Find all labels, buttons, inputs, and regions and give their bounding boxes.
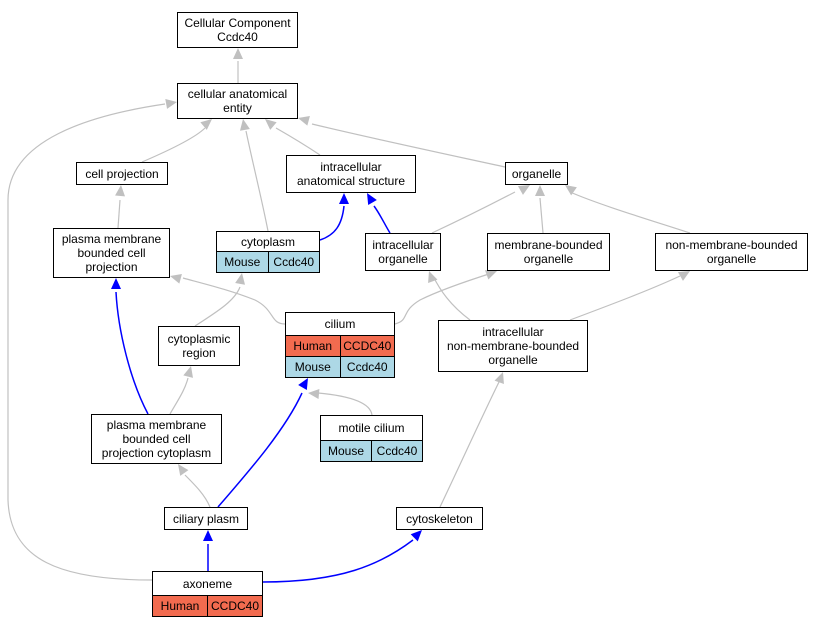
arrowhead	[239, 119, 250, 131]
edge-cilium-to-mbo	[394, 272, 493, 325]
edge-cytoregion-to-cytoplasm	[194, 286, 241, 327]
node-label: intracellular non-membrane-bounded organ…	[446, 325, 580, 367]
arrowhead	[203, 530, 213, 541]
node-label: axoneme	[182, 576, 233, 591]
arrowhead	[200, 119, 212, 130]
node-label: cytoskeleton	[406, 511, 473, 526]
edge-mbo-to-organelle	[539, 197, 544, 234]
node-label: Cellular Component Ccdc40	[184, 16, 291, 44]
species-label: Human	[293, 339, 333, 353]
node-pmbcp: plasma membrane bounded cell projection	[53, 228, 170, 278]
gene-label: CCDC40	[207, 596, 262, 616]
gene-label: Ccdc40	[371, 441, 422, 461]
node-label: plasma membrane bounded cell projection …	[101, 418, 212, 460]
arrowhead	[298, 378, 308, 391]
edge-cytoplasm-to-cae	[245, 130, 269, 232]
node-cellproj: cell projection	[76, 162, 168, 185]
annotation-row: Mouse Ccdc40	[217, 251, 319, 272]
edge-inmbo-to-nmbo	[569, 275, 681, 321]
species-label: Human	[160, 599, 200, 613]
node-ias: intracellular anatomical structure	[286, 155, 416, 193]
edge-cytoplasm-to-ias	[319, 205, 345, 241]
gene-label: Ccdc40	[339, 357, 395, 377]
gene-label: CCDC40	[339, 336, 395, 356]
arrowhead	[494, 372, 504, 385]
node-label: intracellular anatomical structure	[296, 160, 406, 188]
node-label: cellular anatomical entity	[187, 87, 288, 115]
species-label: Mouse	[327, 444, 365, 458]
node-label: cilium	[324, 317, 356, 331]
arrowhead	[308, 388, 320, 399]
edge-intraorg-to-ias	[373, 205, 391, 234]
node-label: membrane-bounded organelle	[494, 238, 603, 266]
edge-ciliary-to-pmbcpc	[184, 474, 211, 508]
node-ciliary: ciliary plasm	[164, 507, 248, 530]
species-label: Mouse	[294, 360, 331, 374]
edge-pmbcpc-to-cytoregion	[169, 377, 189, 415]
edge-pmbcp-to-cellproj	[117, 199, 121, 229]
edge-ias-to-cae	[275, 127, 321, 156]
node-label: plasma membrane bounded cell projection	[61, 232, 162, 274]
arrowhead	[517, 185, 530, 195]
node-label: non-membrane-bounded organelle	[665, 238, 798, 266]
arrowhead	[170, 274, 182, 284]
node-label: cytoplasm	[240, 234, 296, 249]
annotation-row: Human CCDC40	[153, 595, 262, 616]
arrowhead	[183, 366, 193, 378]
node-cae: cellular anatomical entity	[177, 83, 298, 119]
arrowhead	[565, 185, 577, 196]
arrowhead	[298, 116, 310, 126]
node-label: intracellular organelle	[372, 238, 434, 266]
edge-ciliary-to-cilium	[217, 392, 303, 508]
node-cytoregion: cytoplasmic region	[158, 326, 240, 366]
edge-nmbo-to-organelle	[569, 191, 691, 234]
arrowhead	[410, 530, 422, 542]
node-intraorg: intracellular organelle	[365, 233, 441, 271]
node-nmbo: non-membrane-bounded organelle	[655, 233, 808, 271]
node-inmbo: intracellular non-membrane-bounded organ…	[438, 320, 588, 372]
edge-cilium-to-pmbcp	[182, 277, 286, 325]
arrowhead	[111, 278, 121, 289]
node-label: organelle	[511, 166, 562, 181]
edge-intraorg-to-organelle	[431, 191, 516, 234]
arrowhead	[115, 185, 126, 197]
arrowhead	[178, 464, 189, 476]
node-cc: Cellular Component Ccdc40	[177, 12, 298, 48]
edge-axoneme-to-cae	[7, 103, 166, 581]
edge-axoneme-to-cytoskeleton	[262, 539, 414, 583]
node-organelle: organelle	[505, 162, 568, 185]
arrowhead	[677, 271, 690, 281]
node-label: motile cilium	[338, 421, 405, 435]
arrowhead	[428, 271, 438, 284]
node-label: cell projection	[85, 166, 159, 181]
node-cytoskeleton: cytoskeleton	[396, 507, 483, 530]
edge-organelle-to-cae	[311, 123, 506, 168]
gene-label: Ccdc40	[267, 252, 320, 272]
node-mbo: membrane-bounded organelle	[487, 233, 610, 271]
node-pmbcpc: plasma membrane bounded cell projection …	[91, 414, 222, 464]
annotation-row: Mouse Ccdc40	[321, 440, 422, 461]
species-label: Mouse	[224, 255, 261, 269]
edge-pmbcpc-to-pmbcp	[115, 291, 149, 415]
node-label: ciliary plasm	[172, 511, 239, 526]
arrowhead	[235, 273, 246, 285]
annotation-row: Human CCDC40	[286, 335, 394, 356]
node-label: cytoplasmic region	[167, 332, 231, 360]
arrowhead	[367, 193, 377, 206]
edge-cellproj-to-cae	[141, 127, 206, 163]
arrowhead	[484, 270, 497, 280]
annotation-row: Mouse Ccdc40	[286, 356, 394, 377]
arrowhead	[233, 48, 243, 59]
arrowhead	[535, 185, 545, 196]
arrowhead	[339, 193, 349, 204]
arrowhead	[265, 119, 277, 130]
edge-motile-to-cilium	[317, 392, 373, 416]
arrowhead	[165, 98, 177, 109]
edge-cytoskeleton-to-inmbo	[439, 379, 501, 508]
